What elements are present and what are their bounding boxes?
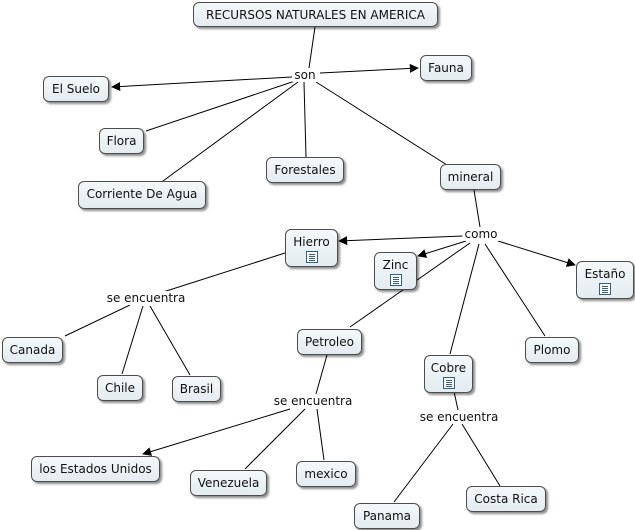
concept-mineral[interactable]: mineral: [440, 164, 501, 190]
concept-costarica-label: Costa Rica: [474, 492, 538, 506]
concept-mexico-label: mexico: [304, 467, 348, 481]
edge-encuentra-brasil: [149, 305, 191, 376]
edge-son-flora: [145, 80, 296, 132]
concept-fauna-label: Fauna: [428, 61, 464, 75]
linking-phrase-encuentra-cobre[interactable]: se encuentra: [417, 410, 501, 424]
concept-chile[interactable]: Chile: [97, 375, 143, 401]
concept-costarica[interactable]: Costa Rica: [466, 486, 546, 512]
edge-son-mineral: [315, 81, 448, 166]
edge-como-hierro: [338, 235, 464, 246]
linking-phrase-como[interactable]: como: [462, 227, 500, 241]
concept-zinc[interactable]: Zinc: [374, 252, 417, 290]
document-icon[interactable]: [305, 251, 318, 263]
concept-fauna[interactable]: Fauna: [420, 55, 472, 81]
concept-hierro[interactable]: Hierro: [285, 229, 338, 267]
concept-mineral-label: mineral: [447, 170, 494, 184]
concept-suelo-label: El Suelo: [51, 82, 100, 96]
edge-como-plomo: [484, 243, 546, 337]
edge-son-agua: [162, 81, 299, 182]
linking-phrase-encuentra-petroleo[interactable]: se encuentra: [271, 394, 355, 408]
concept-forestales[interactable]: Forestales: [266, 157, 344, 183]
concept-petroleo[interactable]: Petroleo: [297, 329, 362, 355]
edge-petroleo-encuentra: [315, 354, 328, 395]
concept-cobre-label: Cobre: [430, 361, 467, 375]
edge-encuentra-eeuu: [142, 408, 291, 456]
concept-panama-label: Panama: [362, 509, 412, 523]
concept-flora-label: Flora: [106, 134, 137, 148]
linking-phrase-encuentra-hierro[interactable]: se encuentra: [104, 291, 188, 305]
edge-encuentra-venezuela: [244, 408, 306, 470]
edge-como-cobre: [449, 243, 480, 355]
concept-suelo[interactable]: El Suelo: [43, 76, 109, 102]
edge-encuentra-canada: [64, 304, 131, 337]
edge-encuentra-costarica: [461, 423, 501, 487]
edge-son-fauna: [319, 63, 419, 74]
concept-canada[interactable]: Canada: [2, 337, 63, 363]
edge-root-son: [308, 26, 316, 69]
edge-hierro-encuentra: [159, 252, 286, 294]
edge-como-zinc: [417, 240, 467, 258]
concept-chile-label: Chile: [104, 381, 136, 395]
concept-cobre[interactable]: Cobre: [424, 355, 473, 393]
concept-zinc-label: Zinc: [382, 258, 409, 272]
concept-estano[interactable]: Estaño: [576, 261, 634, 299]
concept-agua[interactable]: Corriente De Agua: [78, 181, 206, 209]
concept-plomo[interactable]: Plomo: [525, 337, 579, 363]
concept-canada-label: Canada: [9, 343, 56, 357]
edge-mineral-como: [473, 189, 481, 228]
concept-eeuu-label: los Estados Unidos: [39, 462, 152, 476]
concept-flora[interactable]: Flora: [99, 128, 144, 154]
edge-encuentra-chile: [121, 305, 144, 375]
edge-encuentra-panama: [393, 423, 454, 503]
concept-forestales-label: Forestales: [274, 163, 336, 177]
concept-plomo-label: Plomo: [533, 343, 571, 357]
concept-panama[interactable]: Panama: [354, 503, 420, 529]
concept-agua-label: Corriente De Agua: [86, 187, 198, 201]
concept-hierro-label: Hierro: [293, 235, 330, 249]
concept-mexico[interactable]: mexico: [296, 461, 356, 487]
concept-brasil-label: Brasil: [179, 382, 214, 396]
document-icon[interactable]: [599, 283, 611, 295]
document-icon[interactable]: [389, 274, 402, 286]
edge-son-forestales: [303, 81, 307, 158]
concept-eeuu[interactable]: los Estados Unidos: [31, 456, 160, 482]
concept-root-label: RECURSOS NATURALES EN AMERICA: [205, 8, 426, 22]
concept-estano-label: Estaño: [584, 267, 626, 281]
concept-petroleo-label: Petroleo: [305, 335, 354, 349]
edge-encuentra-mexico: [316, 408, 325, 461]
concept-brasil[interactable]: Brasil: [172, 376, 221, 402]
concept-venezuela[interactable]: Venezuela: [190, 470, 267, 496]
edge-son-suelo: [111, 76, 293, 92]
concept-root[interactable]: RECURSOS NATURALES EN AMERICA: [193, 2, 438, 27]
document-icon[interactable]: [442, 377, 455, 389]
linking-phrase-son[interactable]: son: [292, 68, 318, 82]
concept-venezuela-label: Venezuela: [197, 476, 260, 490]
edge-como-estano: [497, 240, 576, 267]
